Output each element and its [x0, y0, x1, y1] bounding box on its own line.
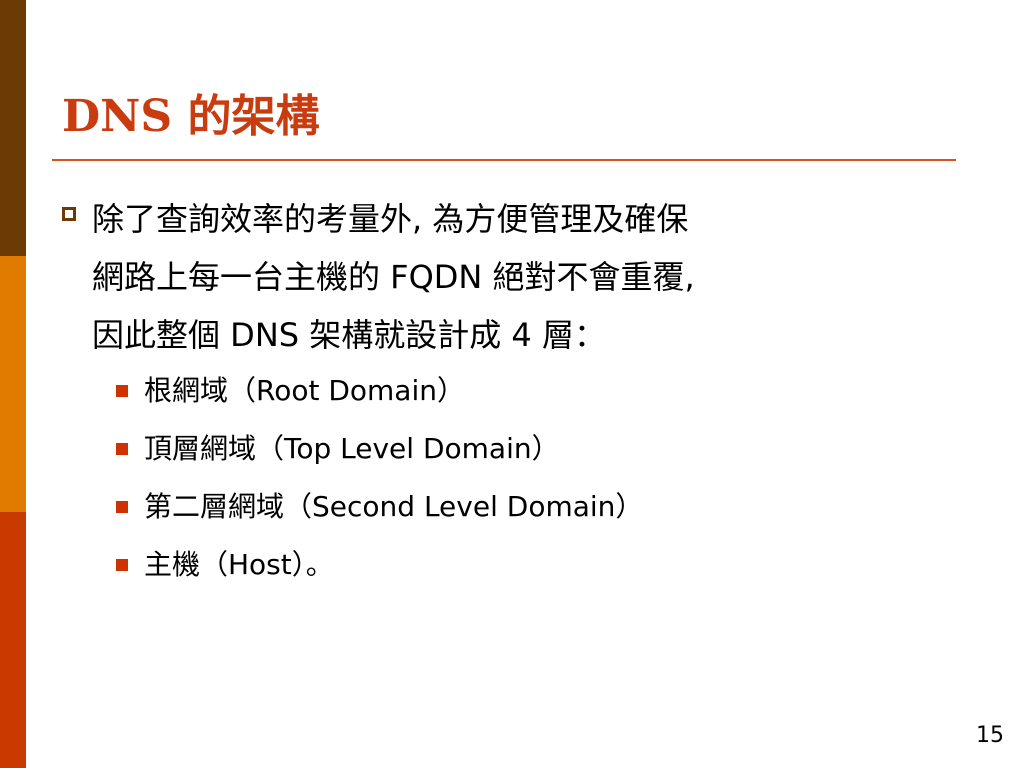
filled-square-bullet-icon — [116, 385, 128, 397]
list-item-text: 根網域（Root Domain） — [144, 374, 465, 407]
side-bar-top-segment — [0, 0, 26, 256]
page-number: 15 — [976, 723, 1004, 748]
main-bullet: 除了查詢效率的考量外, 為方便管理及確保 網路上每一台主機的 FQDN 絕對不會… — [62, 190, 972, 364]
filled-square-bullet-icon — [116, 501, 128, 513]
side-bar-middle-segment — [0, 256, 26, 512]
dns-layer-list: 根網域（Root Domain） 頂層網域（Top Level Domain） … — [116, 362, 976, 594]
title-underline — [52, 159, 956, 161]
side-color-bar — [0, 0, 26, 768]
filled-square-bullet-icon — [116, 559, 128, 571]
main-bullet-text: 除了查詢效率的考量外, 為方便管理及確保 網路上每一台主機的 FQDN 絕對不會… — [92, 190, 695, 364]
filled-square-bullet-icon — [116, 443, 128, 455]
side-bar-bottom-segment — [0, 512, 26, 768]
hollow-square-bullet-icon — [62, 207, 76, 221]
list-item-text: 頂層網域（Top Level Domain） — [144, 432, 560, 465]
list-item-text: 主機（Host）。 — [144, 548, 334, 581]
main-bullet-line: 除了查詢效率的考量外, 為方便管理及確保 — [92, 200, 689, 238]
main-bullet-line: 因此整個 DNS 架構就設計成 4 層： — [92, 316, 606, 354]
main-bullet-line: 網路上每一台主機的 FQDN 絕對不會重覆, — [92, 258, 695, 296]
list-item: 主機（Host）。 — [116, 536, 976, 594]
list-item-text: 第二層網域（Second Level Domain） — [144, 490, 644, 523]
list-item: 根網域（Root Domain） — [116, 362, 976, 420]
slide-title: DNS 的架構 — [62, 91, 320, 142]
list-item: 第二層網域（Second Level Domain） — [116, 478, 976, 536]
list-item: 頂層網域（Top Level Domain） — [116, 420, 976, 478]
